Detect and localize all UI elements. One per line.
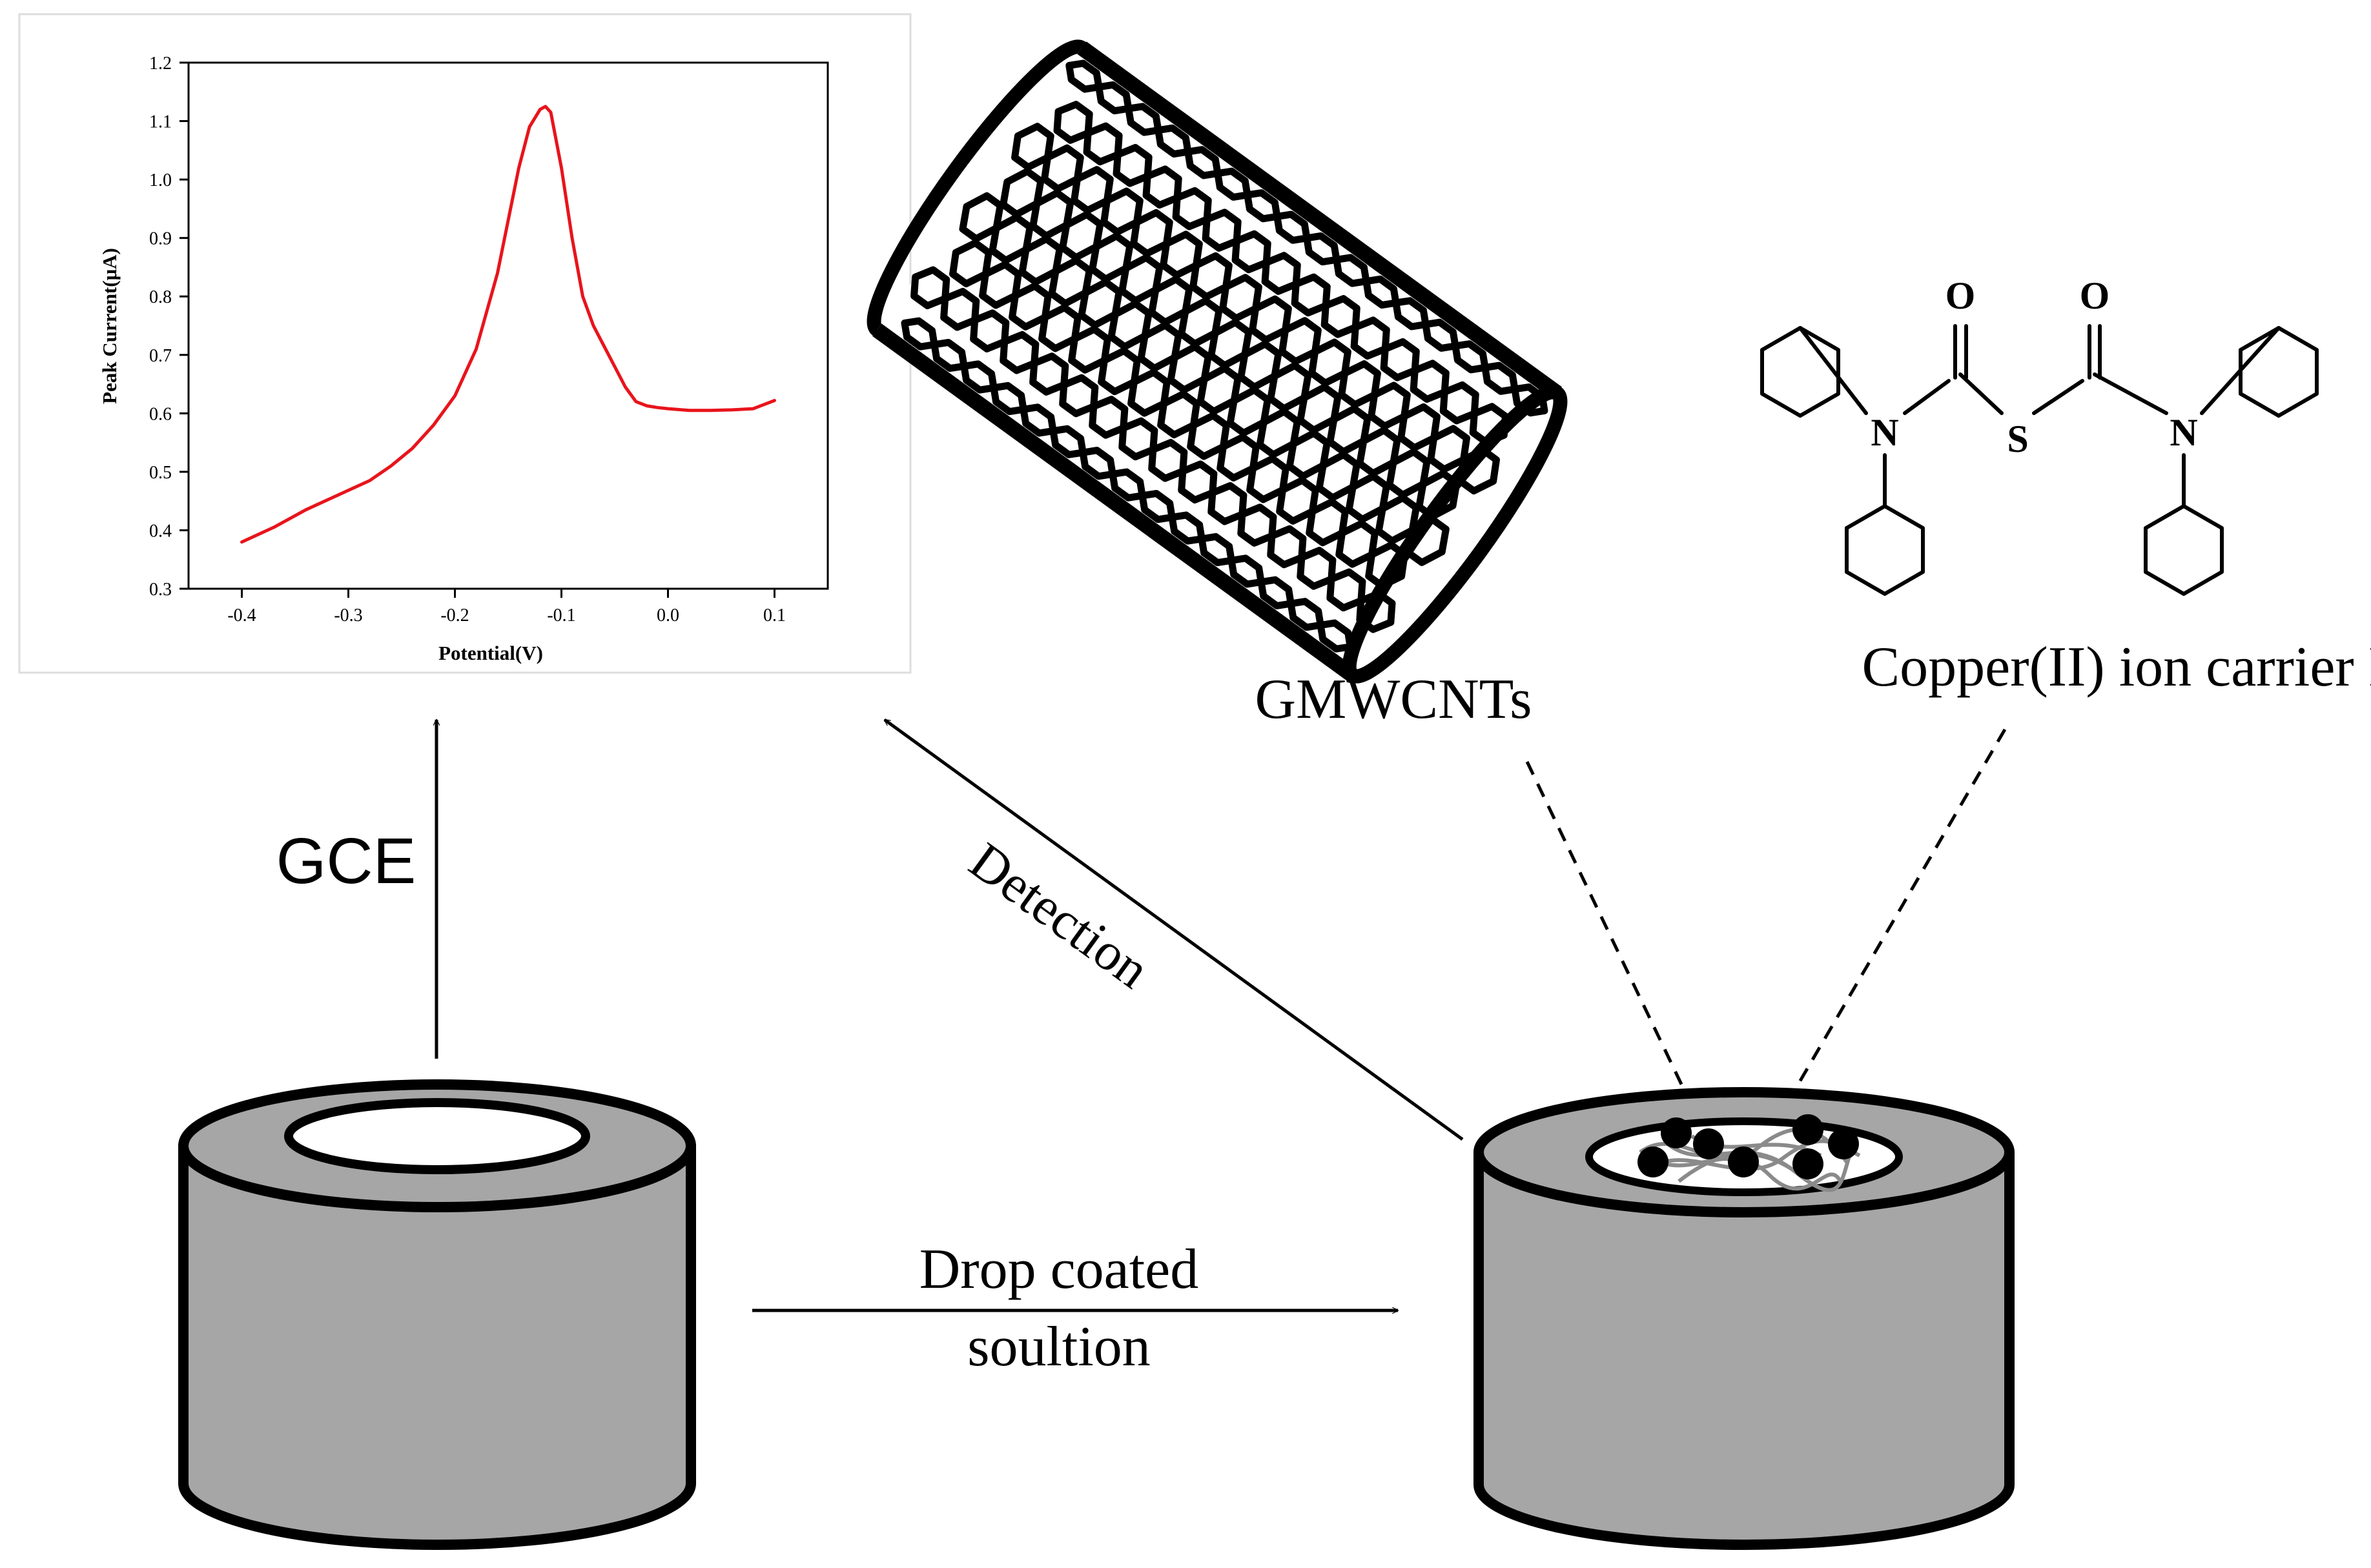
oxygen-atom-label: O [1945, 274, 1976, 317]
dashed-connector [1525, 760, 1686, 1091]
dashed-connector [1793, 728, 2007, 1091]
x-tick-label: 0.1 [763, 606, 786, 626]
cyclohexyl-ring [2144, 504, 2224, 596]
drop-coated-label-line2: soultion [967, 1316, 1151, 1378]
x-axis-label: Potential(V) [438, 642, 543, 664]
y-tick-label: 0.9 [149, 229, 172, 249]
gce-label: GCE [276, 825, 416, 897]
x-tick-label: -0.3 [334, 606, 362, 626]
peak-current-curve [240, 105, 776, 544]
electrode-side [1473, 1147, 2015, 1550]
drop-coated-label-line1: Drop coated [919, 1238, 1198, 1301]
y-tick-label: 0.3 [149, 580, 172, 600]
cyclohexyl-ring [2239, 326, 2319, 418]
y-tick-label: 1.1 [149, 112, 172, 132]
y-tick-label: 1.2 [149, 54, 172, 74]
detection-arrow [885, 718, 1464, 1141]
x-tick-label: 0.0 [657, 606, 679, 626]
modified-electrode [1473, 1087, 2015, 1550]
chart-axes: -0.4 -0.3 -0.2 -0.1 0.0 0.1 0.3 0.4 0.5 0.6 0.7 0.8… [149, 54, 786, 626]
bond [1903, 379, 1951, 415]
x-tick-label: -0.4 [227, 606, 256, 626]
bond [2093, 372, 2168, 415]
oxygen-atom-label: O [2080, 274, 2110, 317]
peak-current-chart: -0.4 -0.3 -0.2 -0.1 0.0 0.1 0.3 0.4 0.5 0.6 0.7 0.8… [18, 13, 912, 674]
bond [1798, 326, 1868, 415]
chart-frame [18, 13, 912, 674]
x-tick-label: -0.1 [547, 606, 575, 626]
cyclohexyl-ring [1845, 504, 1925, 596]
y-tick-label: 0.8 [149, 287, 172, 307]
electrode-side [178, 1141, 696, 1550]
nanotube-top-edge [1077, 41, 1562, 400]
nitrogen-atom-label: N [2170, 411, 2197, 454]
nanotube-bottom-edge [872, 323, 1357, 682]
y-tick-label: 0.5 [149, 463, 172, 483]
cyclohexyl-ring [1760, 326, 1840, 418]
y-tick-label: 0.4 [149, 521, 172, 541]
detection-label: Detection [959, 831, 1160, 999]
bond [1958, 372, 2004, 415]
y-tick-label: 0.6 [149, 404, 172, 424]
plot-area [187, 61, 829, 590]
sulfur-atom-label: S [2007, 418, 2028, 460]
y-tick-label: 0.7 [149, 346, 172, 366]
copper-ion-carrier-structure [1760, 324, 2319, 596]
molecule-atom-labels: O O N S N [1871, 274, 2197, 460]
hexagon-cell [1511, 383, 1548, 417]
y-tick-label: 1.0 [149, 170, 172, 190]
x-tick-label: -0.2 [440, 606, 469, 626]
carbon-nanotube-illustration [867, 39, 1568, 684]
nanotube-front-rim [1342, 385, 1568, 684]
bond [2200, 326, 2281, 415]
bare-gce-electrode [178, 1079, 696, 1550]
carrier-label: Copper(II) ion carrier IV [1862, 636, 2371, 698]
gmwcnts-label: GMWCNTs [1255, 668, 1532, 731]
nitrogen-atom-label: N [1871, 411, 1898, 454]
y-axis-label: Peak Current(μA) [98, 248, 121, 404]
hexagon-cell [1365, 541, 1408, 590]
electrode-disk [284, 1098, 590, 1174]
bond [2032, 379, 2084, 415]
ionophore-particles [1637, 1114, 1859, 1179]
